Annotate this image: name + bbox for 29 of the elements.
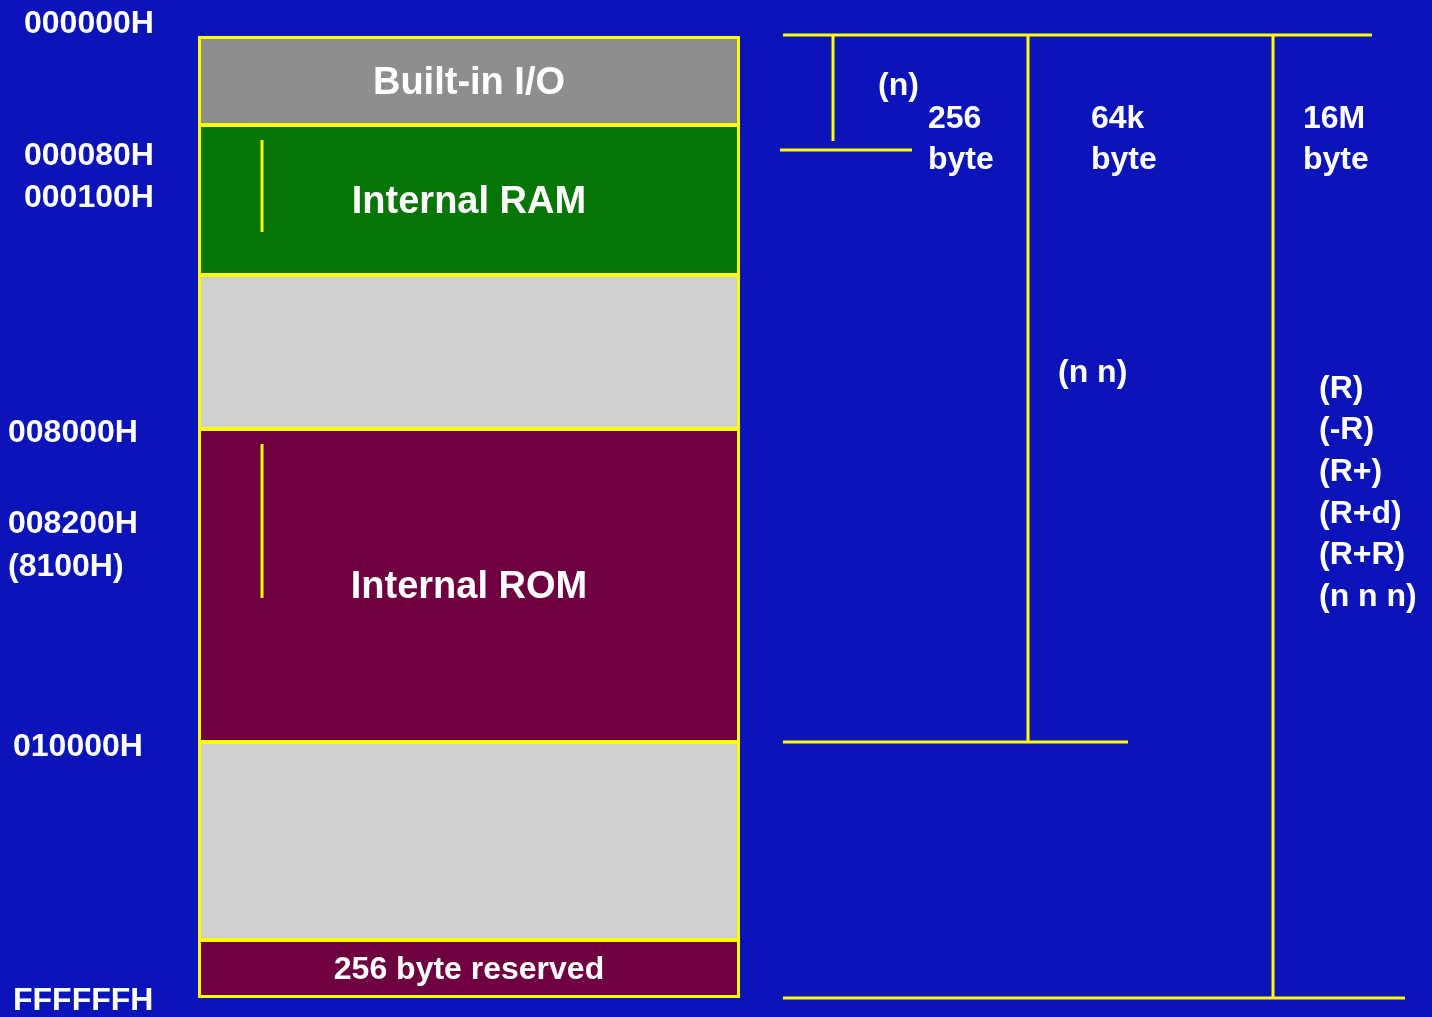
address-label: (8100H) xyxy=(8,547,124,583)
addressing-mode-label: (n n n) xyxy=(1319,577,1417,613)
region-label: Built-in I/O xyxy=(372,59,566,103)
addressing-mode-label: (-R) xyxy=(1319,410,1375,446)
range-label: 16M byte xyxy=(1303,98,1370,178)
memory-region xyxy=(198,428,740,743)
address-label: 000100H xyxy=(24,178,154,214)
memory-region xyxy=(198,274,740,430)
region-label: Internal ROM xyxy=(350,564,588,607)
addressing-mode-label: (R) xyxy=(1319,369,1364,405)
memory-region xyxy=(198,36,740,126)
range-label: 64k byte xyxy=(1091,98,1158,178)
address-label: FFFFFFH xyxy=(13,981,154,1017)
range-label: (n) xyxy=(878,66,919,102)
memory-region xyxy=(198,939,740,998)
addressing-mode-label: (R+) xyxy=(1319,452,1383,488)
memory-region xyxy=(198,124,740,276)
address-label: 008200H xyxy=(8,504,138,540)
memory-region xyxy=(198,741,740,941)
addressing-mode-label: (n n) xyxy=(1058,353,1128,389)
addressing-mode-label: (R+R) xyxy=(1319,535,1406,571)
address-label: 010000H xyxy=(13,727,143,763)
region-label: Internal RAM xyxy=(351,178,587,222)
address-label: 008000H xyxy=(8,413,138,449)
range-label: 256 byte xyxy=(928,98,995,178)
region-label: 256 byte reserved xyxy=(333,950,605,987)
address-label: 000080H xyxy=(24,136,154,172)
address-label: 000000H xyxy=(24,4,154,40)
addressing-mode-label: (R+d) xyxy=(1319,494,1402,530)
